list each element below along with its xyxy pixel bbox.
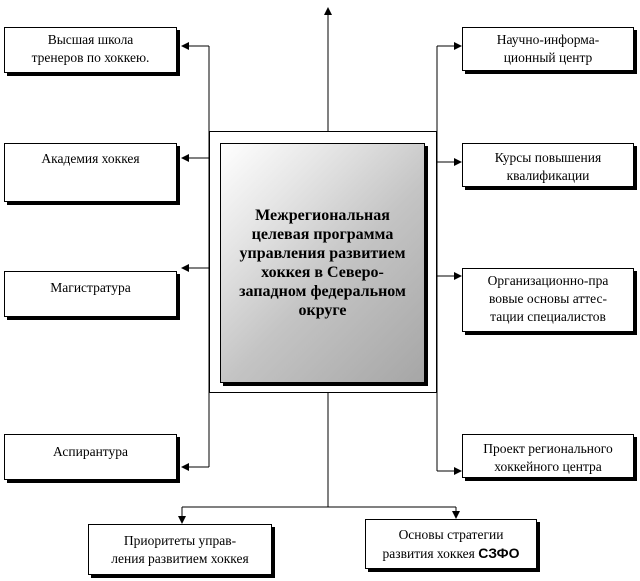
box-line: Основы стратегии bbox=[398, 527, 504, 542]
box-line-prefix: развития хоккея bbox=[382, 546, 479, 561]
box-line: квалификации bbox=[506, 168, 590, 183]
center-line: Межрегиональная bbox=[255, 207, 390, 224]
box-line: тренеров по хоккею. bbox=[31, 50, 150, 65]
left-box-higher-school: Высшая школа тренеров по хоккею. bbox=[4, 27, 177, 73]
box-line: вовые основы аттес- bbox=[489, 291, 607, 306]
box-line: Аспирантура bbox=[52, 444, 129, 459]
center-line: округе bbox=[298, 302, 347, 319]
box-line: Академия хоккея bbox=[41, 151, 140, 166]
right-box-legal-basis: Организационно-пра вовые основы аттес- т… bbox=[462, 268, 634, 332]
box-line: Высшая школа bbox=[47, 32, 134, 47]
left-box-postgrad: Аспирантура bbox=[4, 434, 177, 480]
box-line: тации специалистов bbox=[490, 309, 606, 324]
center-line: западном федеральном bbox=[239, 283, 406, 300]
left-box-academy: Академия хоккея bbox=[4, 143, 177, 202]
bottom-box-strategy: Основы стратегии развития хоккея СЗФО bbox=[365, 519, 537, 569]
center-line: управления развитием bbox=[239, 245, 406, 262]
box-line: Проект регионального bbox=[483, 441, 613, 456]
right-box-research-center: Научно-информа- ционный центр bbox=[462, 27, 634, 71]
region-abbrev: СЗФО bbox=[478, 545, 520, 561]
right-box-courses: Курсы повышения квалификации bbox=[462, 143, 634, 187]
box-line: ционный центр bbox=[503, 50, 593, 65]
right-box-regional-center: Проект регионального хоккейного центра bbox=[462, 434, 634, 478]
center-program-box: Межрегиональная целевая программа управл… bbox=[220, 143, 425, 383]
box-line: Организационно-пра bbox=[487, 273, 609, 288]
box-line: хоккейного центра bbox=[494, 459, 602, 474]
box-line: ления развитием хоккея bbox=[111, 551, 249, 566]
box-line: Магистратура bbox=[50, 280, 131, 295]
bottom-box-priorities: Приоритеты управ- ления развитием хоккея bbox=[88, 524, 272, 575]
box-line: Курсы повышения bbox=[494, 150, 602, 165]
box-line-strategy-2: развития хоккея СЗФО bbox=[383, 544, 520, 563]
box-line: Приоритеты управ- bbox=[123, 533, 237, 548]
center-line: целевая программа bbox=[251, 226, 394, 243]
center-line: хоккея в Северо- bbox=[261, 264, 384, 281]
box-line: Научно-информа- bbox=[496, 32, 600, 47]
left-box-masters: Магистратура bbox=[4, 271, 177, 317]
